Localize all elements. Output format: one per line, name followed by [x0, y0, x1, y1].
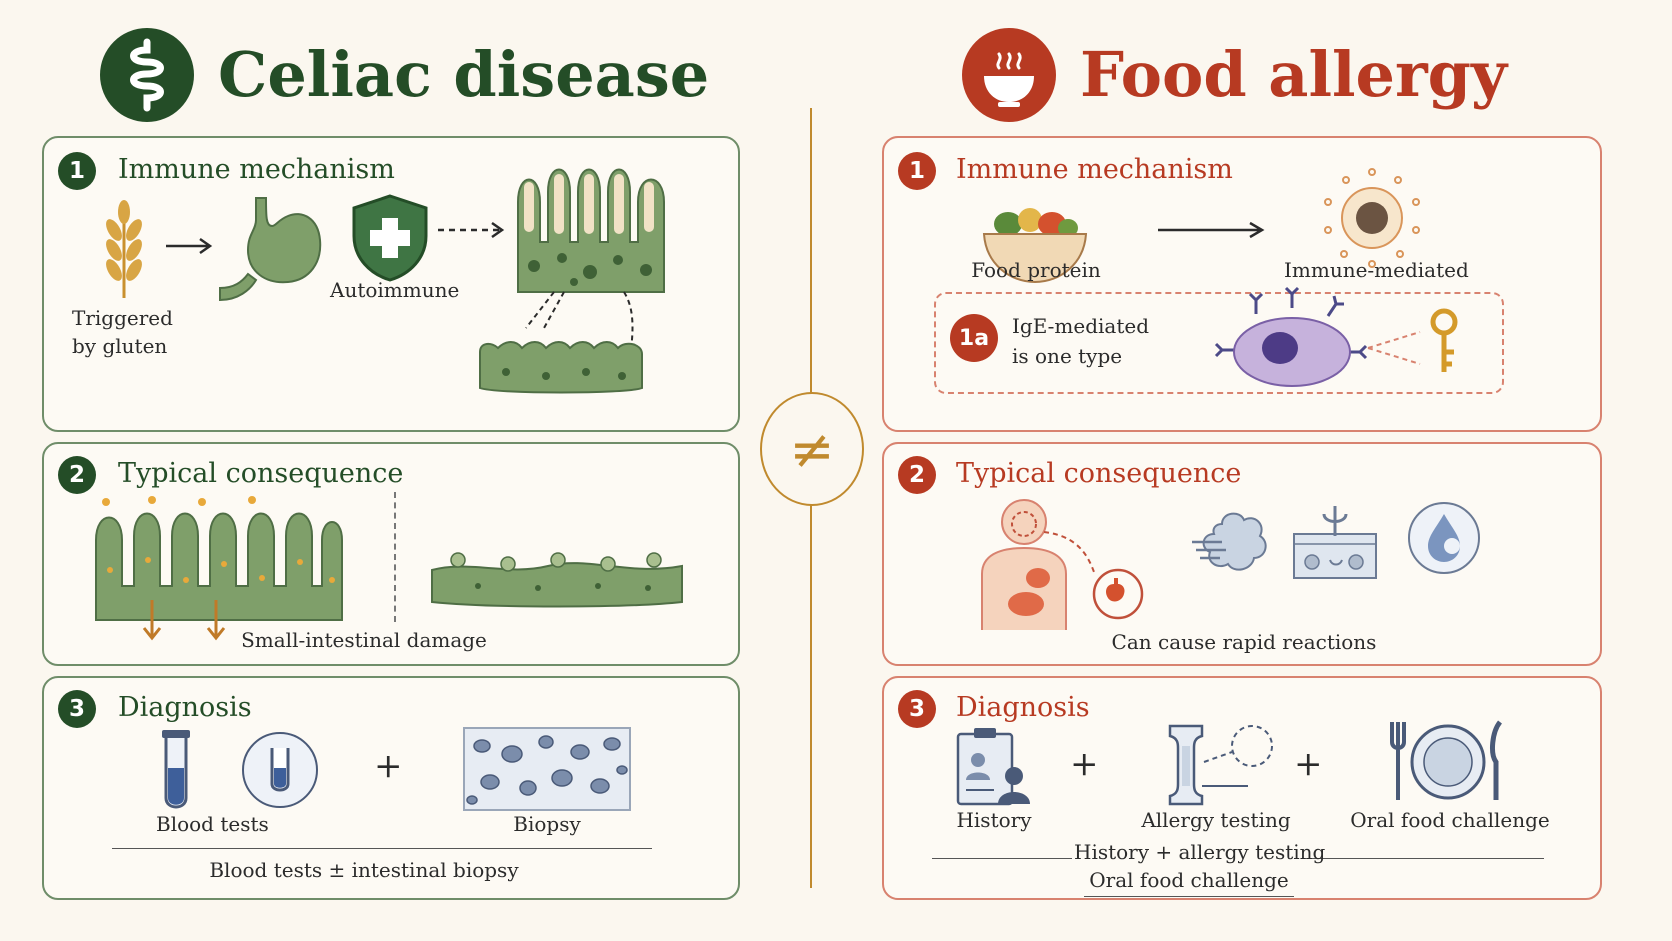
caption-divider: [112, 848, 652, 849]
section-title: Diagnosis: [956, 692, 1090, 723]
caption-divider-right: [1304, 858, 1544, 859]
section-title: Immune mechanism: [118, 154, 395, 185]
consequence-caption: Small-intestinal damage: [241, 628, 487, 652]
section-number: 3: [898, 690, 936, 728]
diagnosis-caption-2: Oral food challenge: [1089, 868, 1289, 892]
biopsy-tissue-icon: [463, 727, 631, 811]
plus-sign-1: +: [1070, 744, 1099, 784]
history-label: History: [956, 808, 1032, 832]
intestine-icon: [100, 28, 194, 122]
plate-cutlery-icon: [1390, 720, 1503, 800]
dashed-link-icon: [1367, 331, 1421, 365]
key-icon: [1430, 308, 1458, 372]
allergy-diagnosis-panel: 3 Diagnosis History + Allergy testing + …: [882, 676, 1602, 900]
celiac-consequence-panel: 2 Typical consequence Small-intestinal d…: [42, 442, 740, 666]
subtype-number: 1a: [958, 325, 990, 351]
shield-icon: [352, 194, 428, 282]
celiac-diagnosis-panel: 3 Diagnosis Blood tests + Biopsy Blood t…: [42, 676, 740, 900]
dashed-arrow-icon: [438, 221, 505, 239]
section-title: Typical consequence: [956, 458, 1242, 489]
blood-sample-icon: [242, 732, 318, 808]
fluid-drop-icon: [1408, 502, 1480, 574]
skin-reaction-icon: [1293, 506, 1377, 579]
subtype-badge: 1a: [950, 314, 998, 362]
caption-divider-bottom: [1084, 896, 1294, 897]
body-reaction-icon: [981, 499, 1144, 630]
not-equal-badge: ≠: [760, 392, 864, 506]
allergy-mechanism-panel: 1 Immune mechanism Food protein Immune-m…: [882, 136, 1602, 432]
food-bowl-icon: [982, 208, 1088, 284]
breathing-icon: [1192, 512, 1267, 571]
blood-tests-label: Blood tests: [156, 812, 269, 836]
section-title: Typical consequence: [118, 458, 404, 489]
section-number: 2: [898, 456, 936, 494]
triggered-label: Triggered: [72, 306, 173, 330]
page-title-food-allergy: Food allergy: [1080, 38, 1508, 111]
ige-subtype-box: 1a IgE-mediated is one type: [934, 286, 1504, 394]
oral-food-challenge-label: Oral food challenge: [1350, 808, 1550, 832]
flattened-villi-icon: [479, 341, 643, 394]
section-title: Diagnosis: [118, 692, 252, 723]
section-title: Immune mechanism: [956, 154, 1233, 185]
healthy-villi-icon: [517, 168, 665, 293]
immune-mediated-label: Immune-mediated: [1284, 258, 1469, 282]
stomach-icon: [219, 197, 322, 302]
not-equal-symbol: ≠: [789, 417, 835, 481]
allergy-consequence-panel: 2 Typical consequence Can cause rapid re…: [882, 442, 1602, 666]
section-number: 2: [58, 456, 96, 494]
diagnosis-caption: Blood tests ± intestinal biopsy: [209, 858, 519, 882]
one-type-label: is one type: [1012, 344, 1123, 368]
autoimmune-label: Autoimmune: [330, 278, 460, 302]
immune-cell-icon: [1324, 168, 1420, 268]
arrow-icon: [1158, 221, 1265, 239]
clipboard-history-icon: [956, 728, 1030, 806]
food-protein-label: Food protein: [971, 258, 1101, 282]
page-title-celiac: Celiac disease: [218, 38, 710, 111]
section-number: 3: [58, 690, 96, 728]
dashed-separator: [394, 492, 396, 622]
damaged-villi-icon: [431, 552, 683, 608]
inflamed-villi-icon: [95, 496, 343, 641]
diagnosis-caption-1: History + allergy testing: [1074, 840, 1326, 864]
by-gluten-label: by gluten: [72, 334, 168, 358]
allergy-testing-label: Allergy testing: [1141, 808, 1291, 832]
consequence-caption: Can cause rapid reactions: [1111, 630, 1377, 654]
celiac-mechanism-panel: 1 Immune mechanism Triggered by gluten A…: [42, 136, 740, 432]
allergy-test-icon: [1168, 724, 1273, 806]
plus-sign-2: +: [1294, 744, 1323, 784]
test-tube-icon: [162, 730, 190, 809]
caption-divider-left: [932, 858, 1072, 859]
section-number: 1: [898, 152, 936, 190]
section-number: 1: [58, 152, 96, 190]
plus-sign: +: [374, 746, 403, 786]
biopsy-label: Biopsy: [513, 812, 581, 836]
soup-bowl-icon: [962, 28, 1056, 122]
mast-cell-icon: [1214, 286, 1368, 387]
wheat-icon: [106, 200, 142, 298]
arrow-icon: [166, 237, 213, 255]
ige-mediated-label: IgE-mediated: [1012, 314, 1150, 338]
